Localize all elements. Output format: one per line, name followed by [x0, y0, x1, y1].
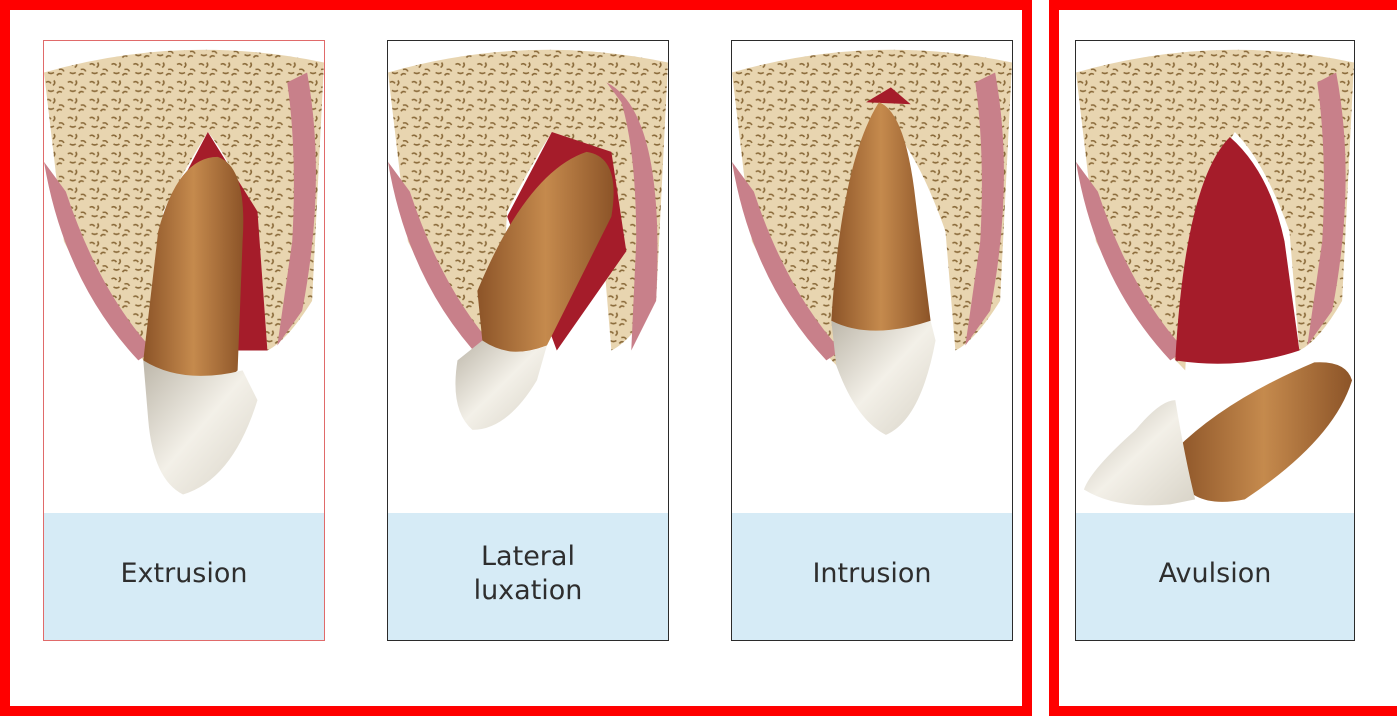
- extrusion-illustration: [44, 41, 324, 515]
- panel-caption: Extrusion: [44, 513, 324, 640]
- intrusion-illustration: [732, 41, 1012, 515]
- avulsion-illustration: [1076, 41, 1354, 515]
- panel-caption: Intrusion: [732, 513, 1012, 640]
- caption-line: Avulsion: [1159, 557, 1272, 591]
- panel-lateral-luxation: Lateral luxation: [387, 40, 669, 641]
- caption-line: luxation: [474, 574, 583, 608]
- lateral-luxation-illustration: [388, 41, 668, 515]
- panel-caption: Avulsion: [1076, 513, 1354, 640]
- panel-intrusion: Intrusion: [731, 40, 1013, 641]
- panel-extrusion: Extrusion: [43, 40, 325, 641]
- caption-line: Intrusion: [812, 557, 931, 591]
- caption-line: Extrusion: [120, 557, 247, 591]
- caption-line: Lateral: [474, 540, 583, 574]
- panel-caption: Lateral luxation: [388, 513, 668, 640]
- panel-avulsion: Avulsion: [1075, 40, 1355, 641]
